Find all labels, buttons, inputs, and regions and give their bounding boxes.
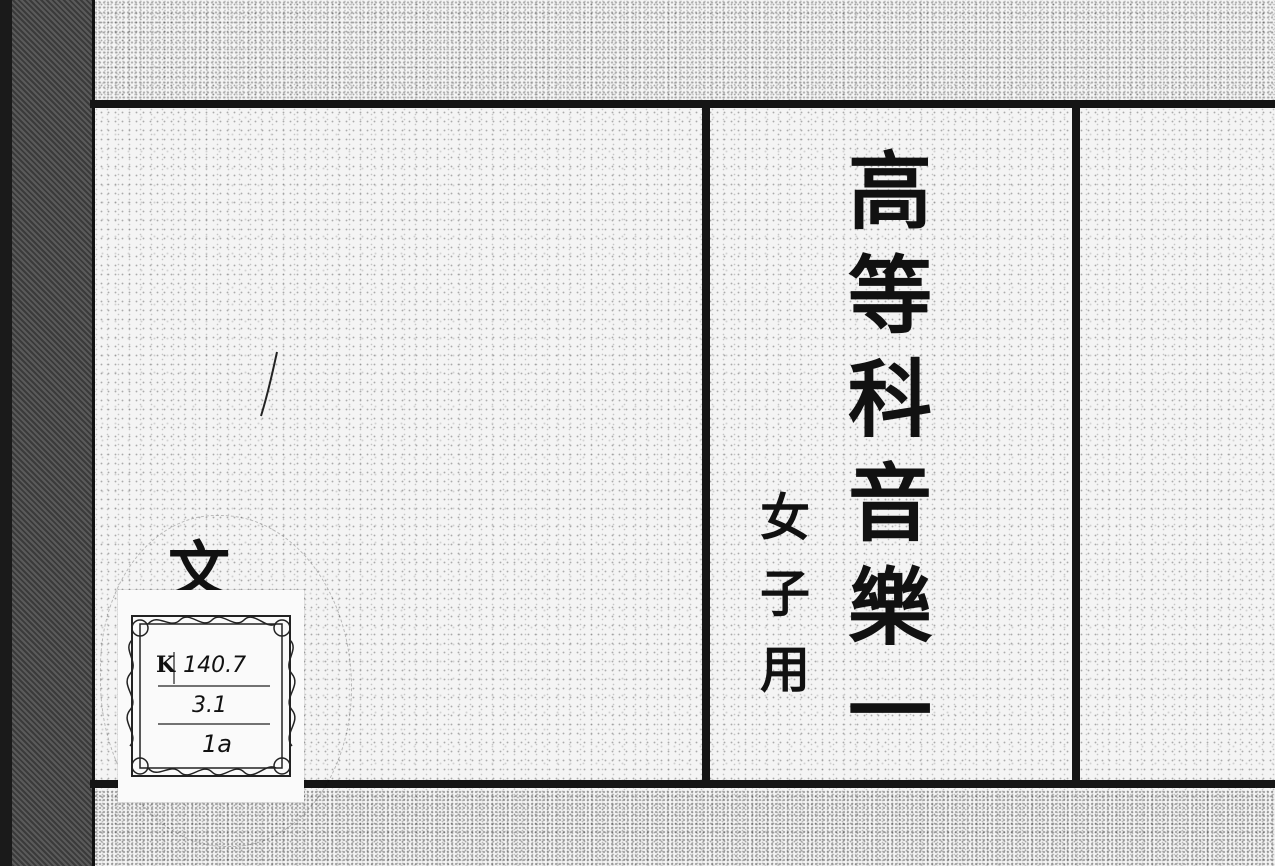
paper-texture-top	[90, 0, 1275, 100]
library-call-number-label: K 140.7 3.1 1a	[118, 590, 304, 802]
subtitle-char: 用	[760, 640, 810, 699]
title-char: 音	[847, 454, 932, 553]
bottom-border-line	[90, 780, 1275, 788]
call-number-line-2: 3.1	[192, 693, 227, 718]
call-number-line-3: 1a	[202, 730, 232, 758]
top-border-line	[90, 100, 1275, 108]
label-stain	[100, 515, 352, 847]
scratch-mark	[260, 351, 278, 417]
cover-title: 高 等 科 音 樂 一	[840, 140, 940, 764]
title-box-left-line	[702, 104, 710, 784]
spine-edge	[0, 0, 12, 866]
call-number-prefix: K	[156, 652, 176, 678]
title-char: 等	[847, 246, 932, 345]
title-box-right-line	[1072, 104, 1080, 784]
title-char: 一	[847, 662, 932, 761]
book-spine	[12, 0, 95, 866]
call-number-value: 140.7	[183, 653, 247, 678]
subtitle-char: 子	[760, 564, 810, 623]
title-char: 高	[847, 142, 932, 241]
title-char: 樂	[847, 558, 932, 657]
subtitle-char: 女	[760, 488, 810, 547]
label-ornament-frame	[126, 615, 296, 777]
title-char: 科	[847, 350, 932, 449]
cover-subtitle: 女 子 用	[750, 480, 820, 708]
call-number-line-1: K 140.7	[156, 652, 246, 678]
